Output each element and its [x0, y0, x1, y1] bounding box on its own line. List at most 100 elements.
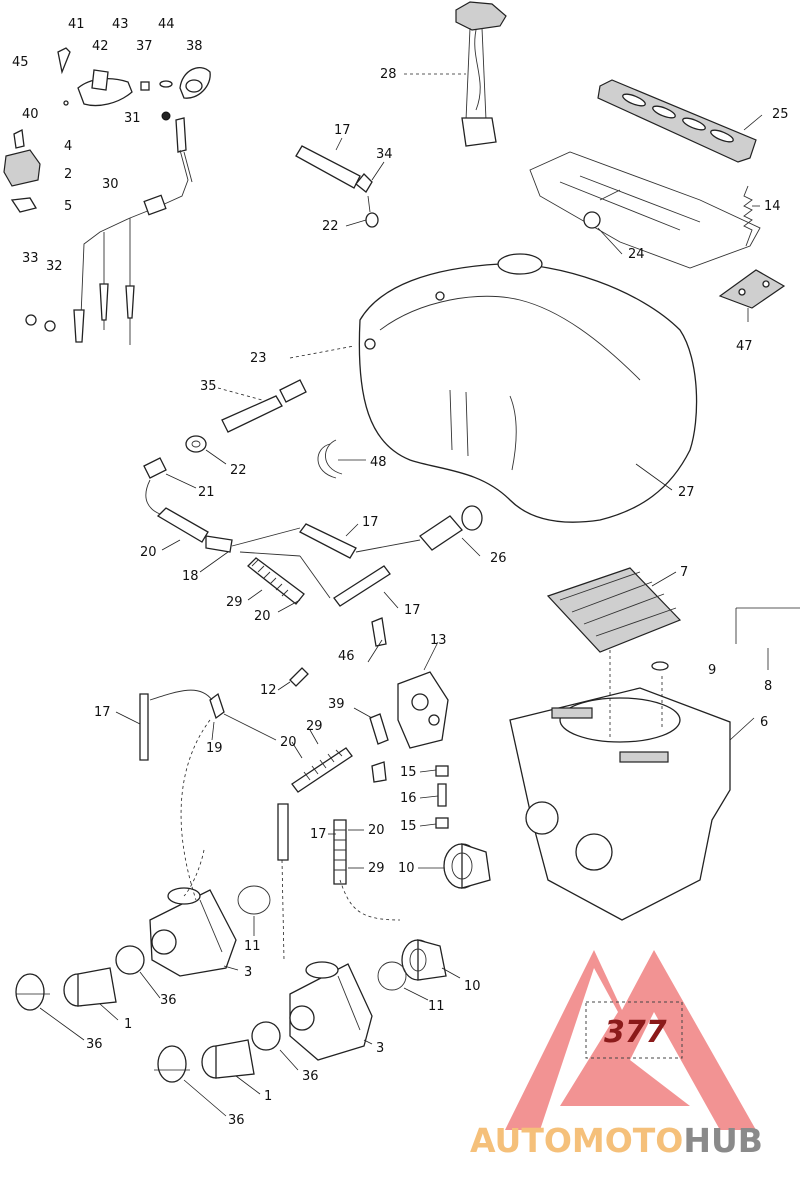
callout-17-mid: 17	[362, 515, 379, 530]
watermark-dashed-box	[585, 1001, 683, 1059]
callout-30: 30	[102, 177, 119, 192]
callout-20-left: 20	[140, 545, 157, 560]
callout-29-mid: 29	[306, 719, 323, 734]
callout-3-lower: 3	[376, 1041, 384, 1056]
callout-4: 4	[64, 139, 72, 154]
callout-36-lower-left: 36	[228, 1113, 245, 1128]
fuel-line-network	[145, 479, 483, 607]
elbow-fitting-21	[143, 457, 167, 479]
filter-pad-7	[546, 567, 682, 653]
callout-47: 47	[736, 339, 753, 354]
callout-35: 35	[200, 379, 217, 394]
mount-bracket-47	[718, 269, 786, 309]
callout-17-left: 17	[94, 705, 111, 720]
callout-46: 46	[338, 649, 355, 664]
callout-11-left: 11	[244, 939, 261, 954]
callout-37: 37	[136, 39, 153, 54]
callout-23: 23	[250, 351, 267, 366]
callout-45: 45	[12, 55, 29, 70]
callout-42: 42	[92, 39, 109, 54]
callout-20-mid: 20	[280, 735, 297, 750]
fuel-level-sender	[455, 1, 507, 147]
cap-9-8	[651, 607, 800, 671]
callout-1-lower: 1	[264, 1089, 272, 1104]
throttle-lever-assembly	[57, 47, 211, 153]
callout-16: 16	[400, 791, 417, 806]
callout-22-mid: 22	[230, 463, 247, 478]
callout-22-top: 22	[322, 219, 339, 234]
callout-17-lower: 17	[310, 827, 327, 842]
callout-5: 5	[64, 199, 72, 214]
callout-40: 40	[22, 107, 39, 122]
intake-adaptor-1b	[157, 1021, 281, 1083]
watermark-page-number: 377	[604, 1015, 667, 1050]
callout-2: 2	[64, 167, 72, 182]
callout-15-bottom: 15	[400, 819, 417, 834]
callout-14: 14	[764, 199, 781, 214]
tank-strap-25	[597, 79, 757, 163]
callout-10-upper: 10	[398, 861, 415, 876]
callout-18: 18	[182, 569, 199, 584]
watermark-brand: AUTOMOTOHUB	[470, 1121, 763, 1160]
callout-26: 26	[490, 551, 507, 566]
callout-25: 25	[772, 107, 789, 122]
watermark-logo: 377 AUTOMOTOHUB	[470, 950, 763, 1160]
intake-adaptor-1a	[15, 945, 145, 1011]
clamp-11	[237, 885, 407, 991]
throttle-cable	[25, 149, 193, 345]
leader-lines	[16, 73, 763, 1117]
vent-hose-upper	[295, 145, 379, 228]
callout-20-lower: 20	[368, 823, 385, 838]
hose-clip-48	[317, 439, 343, 479]
callout-17-top: 17	[334, 123, 351, 138]
oil-tank-6	[509, 687, 731, 921]
callout-24: 24	[628, 247, 645, 262]
fuel-tank-27	[358, 253, 698, 523]
callout-43: 43	[112, 17, 129, 32]
fuel-pump-13	[371, 617, 449, 749]
callout-15-top: 15	[400, 765, 417, 780]
callout-39: 39	[328, 697, 345, 712]
grommet-22	[185, 435, 207, 453]
callout-6: 6	[760, 715, 768, 730]
callout-44: 44	[158, 17, 175, 32]
callout-3-upper: 3	[244, 965, 252, 980]
callout-36-upper-right: 36	[160, 993, 177, 1008]
callout-32: 32	[46, 259, 63, 274]
callout-41: 41	[68, 17, 85, 32]
callout-7: 7	[680, 565, 688, 580]
carburetor-3b	[289, 961, 373, 1061]
callout-29-upper: 29	[226, 595, 243, 610]
pump-lower-lines	[139, 689, 389, 885]
callout-labels: 41 43 44 42 37 38 45 40 31 4 2 5 30 33 3…	[12, 17, 789, 1128]
callout-38: 38	[186, 39, 203, 54]
callout-11-right: 11	[428, 999, 445, 1014]
callout-29-lower: 29	[368, 861, 385, 876]
retaining-spring-14	[743, 185, 753, 247]
callout-10-lower: 10	[464, 979, 481, 994]
hardware-15-16	[435, 765, 449, 829]
callout-36-lower-right: 36	[302, 1069, 319, 1084]
callout-48: 48	[370, 455, 387, 470]
callout-28: 28	[380, 67, 397, 82]
tank-support-base	[529, 151, 761, 269]
callout-12: 12	[260, 683, 277, 698]
rubber-flange-10a	[443, 843, 491, 889]
callout-31: 31	[124, 111, 141, 126]
callout-20-upper: 20	[254, 609, 271, 624]
watermark-triangle	[505, 950, 756, 1130]
callout-8: 8	[764, 679, 772, 694]
throttle-switch-block	[3, 129, 41, 213]
callout-21: 21	[198, 485, 215, 500]
callout-1-upper: 1	[124, 1017, 132, 1032]
callout-17-right: 17	[404, 603, 421, 618]
impulse-fitting-12	[289, 667, 309, 687]
carburetor-3a	[149, 887, 237, 977]
callout-33: 33	[22, 251, 39, 266]
callout-27: 27	[678, 485, 695, 500]
callout-13: 13	[430, 633, 447, 648]
callout-19: 19	[206, 741, 223, 756]
callout-34: 34	[376, 147, 393, 162]
